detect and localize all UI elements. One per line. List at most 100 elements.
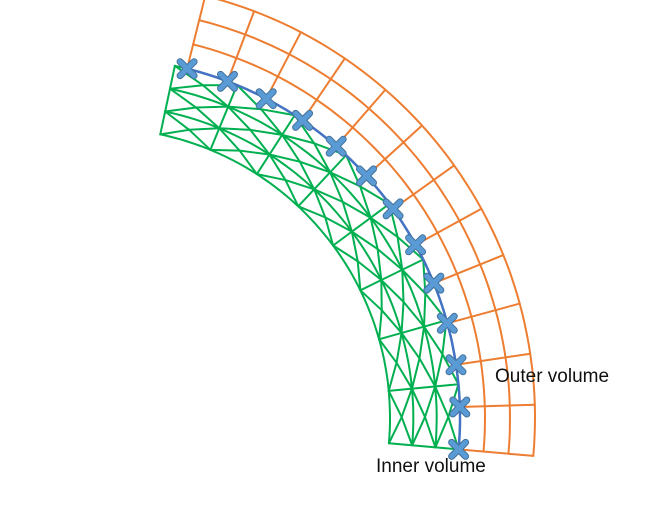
inner-diagonal-line xyxy=(350,230,359,263)
inner-diagonal-line xyxy=(410,387,426,418)
inner-diagonal-line xyxy=(423,292,427,328)
inner-diagonal-line xyxy=(378,309,383,341)
outer-radial-line xyxy=(265,31,302,100)
marker-stroke xyxy=(446,355,466,375)
outer-radial-line xyxy=(455,352,532,366)
inner-diagonal-line xyxy=(434,385,450,418)
inner-diagonal-line xyxy=(238,149,271,156)
inner-diagonal-line xyxy=(284,179,316,191)
inner-diagonal-line xyxy=(423,325,444,356)
inner-diagonal-line xyxy=(297,205,327,219)
marker-stroke xyxy=(406,235,426,255)
outer-arc-line xyxy=(192,43,487,453)
inner-diagonal-line xyxy=(168,87,198,109)
marker-stroke xyxy=(326,136,346,156)
inner-diagonal-line xyxy=(313,142,332,174)
inner-diagonal-line xyxy=(418,357,437,388)
inner-diagonal-line xyxy=(359,289,383,312)
inner-diagonal-line xyxy=(255,173,287,182)
marker-stroke xyxy=(293,110,313,130)
outer-radial-line xyxy=(432,254,505,285)
inner-diagonal-line xyxy=(164,106,198,113)
inner-diagonal-line xyxy=(188,128,212,151)
outer-radial-line xyxy=(414,207,483,246)
inner-radial-line xyxy=(297,154,348,208)
inner-diagonal-line xyxy=(268,153,301,163)
inner-diagonal-line xyxy=(400,331,421,360)
outer-radial-line xyxy=(226,10,256,83)
interface-marker-icon xyxy=(449,396,471,418)
inner-diagonal-line xyxy=(395,361,413,390)
inner-diagonal-line xyxy=(380,309,403,334)
inner-diagonal-line xyxy=(284,179,300,208)
inner-diagonal-line xyxy=(423,415,437,449)
inner-radial-line xyxy=(159,64,176,136)
interface-marker-icon xyxy=(448,438,470,460)
inner-arc-line xyxy=(173,64,461,451)
inner-diagonal-line xyxy=(411,415,426,447)
inner-diagonal-line xyxy=(218,127,241,152)
marker-stroke xyxy=(357,166,376,186)
inner-diagonal-line xyxy=(376,248,404,271)
inner-diagonal-line xyxy=(387,416,403,445)
outer-arc-line xyxy=(216,0,537,457)
inner-diagonal-line xyxy=(356,260,383,282)
inner-diagonal-line xyxy=(168,84,204,90)
inner-volume-label: Inner volume xyxy=(376,456,486,477)
inner-diagonal-line xyxy=(380,279,405,303)
inner-diagonal-line xyxy=(434,353,444,388)
inner-diagonal-line xyxy=(324,216,335,247)
inner-diagonal-line xyxy=(164,110,191,131)
inner-diagonal-line xyxy=(341,200,353,233)
interface-marker-icon xyxy=(217,70,238,92)
inner-diagonal-line xyxy=(369,216,399,238)
inner-diagonal-line xyxy=(376,248,383,282)
inner-diagonal-line xyxy=(400,387,413,419)
inner-radial-line xyxy=(387,442,460,451)
outer-volume-quad-mesh xyxy=(186,0,537,457)
inner-diagonal-line xyxy=(410,357,421,390)
inner-diagonal-line xyxy=(313,188,344,203)
inner-diagonal-line xyxy=(260,108,296,117)
inner-diagonal-line xyxy=(378,338,398,364)
inner-diagonal-line xyxy=(201,84,230,108)
inner-arc-line xyxy=(164,110,415,447)
interface-marker-icon xyxy=(382,198,404,220)
inner-diagonal-line xyxy=(400,300,405,334)
inner-diagonal-line xyxy=(238,149,258,176)
interface-marker-icon xyxy=(292,109,314,131)
interface-marker-icon xyxy=(436,312,458,334)
interface-marker-icon xyxy=(445,354,467,376)
interface-marker-icon xyxy=(423,272,445,294)
inner-diagonal-line xyxy=(281,133,301,163)
inner-diagonal-line xyxy=(395,331,403,364)
inner-diagonal-line xyxy=(298,160,332,174)
interface-marker-icon xyxy=(255,88,277,110)
inner-diagonal-line xyxy=(329,171,362,188)
inner-diagonal-line xyxy=(387,389,403,419)
outer-radial-line xyxy=(186,0,206,70)
marker-stroke xyxy=(256,89,276,109)
inner-diagonal-line xyxy=(356,260,362,292)
inner-diagonal-line xyxy=(298,160,316,191)
inner-diagonal-line xyxy=(401,268,405,303)
inner-radial-line xyxy=(387,383,460,392)
outer-radial-line xyxy=(458,403,536,409)
inner-diagonal-line xyxy=(195,105,230,109)
inner-diagonal-line xyxy=(387,361,398,392)
inner-diagonal-line xyxy=(249,128,284,136)
inner-diagonal-line xyxy=(249,128,271,156)
inner-radial-line xyxy=(332,202,391,247)
inner-arc-line xyxy=(169,87,438,449)
inner-diagonal-line xyxy=(159,128,191,136)
inner-diagonal-line xyxy=(423,385,437,418)
interface-marker-icon xyxy=(356,165,377,187)
inner-diagonal-line xyxy=(350,230,379,251)
marker-stroke xyxy=(437,313,457,333)
outer-radial-line xyxy=(457,448,535,457)
inner-diagonal-line xyxy=(418,325,426,360)
inner-diagonal-line xyxy=(369,216,379,251)
inner-diagonal-line xyxy=(402,300,426,328)
inner-diagonal-line xyxy=(332,244,359,263)
